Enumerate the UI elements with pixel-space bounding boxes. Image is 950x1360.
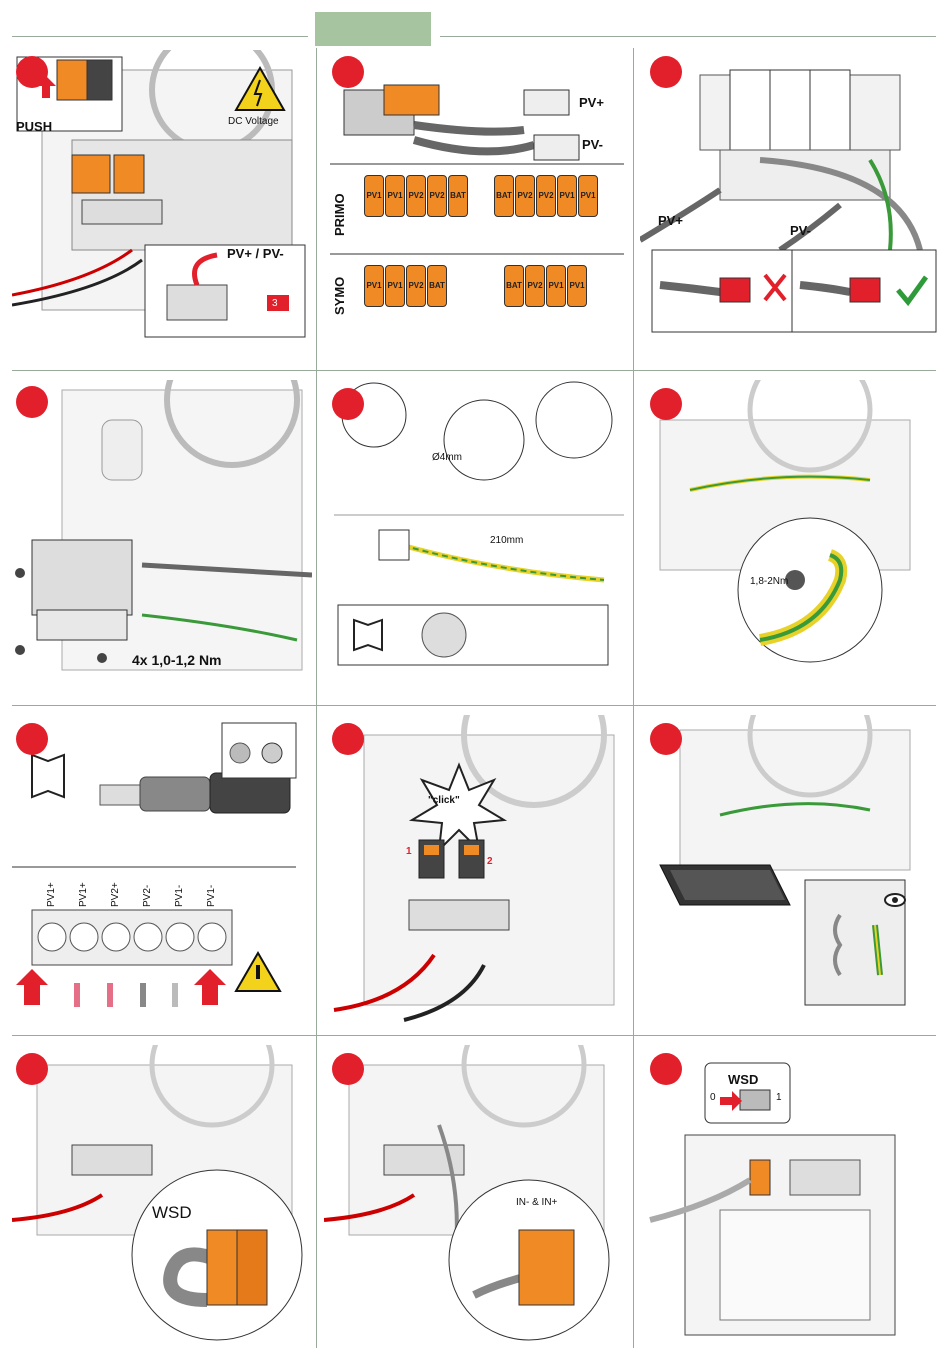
connector: PV1 [578, 175, 598, 217]
terminal-label-row: PV1+ PV1+ PV2+ PV2- PV1- PV1- [32, 875, 252, 910]
connector: PV1 [567, 265, 587, 307]
step-marker [16, 386, 48, 418]
step-number-2: 2 [222, 274, 228, 285]
row-divider-1 [12, 370, 936, 371]
connector: PV1 [546, 265, 566, 307]
step-panel-1: PUSH DC Voltage PV+ / PV- 2 3 [12, 50, 312, 362]
wsd-label: WSD [728, 1072, 758, 1087]
step-panel-4: 4x 1,0-1,2 Nm [12, 380, 312, 698]
torque-label: 1,8-2Nm [750, 576, 788, 587]
connector: BAT [427, 265, 447, 307]
step-panel-6: 1,8-2Nm [640, 380, 938, 698]
terminal-label: PV1- [206, 885, 217, 907]
step-number-3: 3 [272, 298, 278, 309]
step-marker [650, 388, 682, 420]
connector: PV1 [385, 265, 405, 307]
click-label: "click" [428, 795, 460, 806]
terminal-click-illustration [324, 715, 629, 1027]
pv-plus-label: PV+ [658, 213, 683, 228]
wsd-label: WSD [152, 1203, 192, 1223]
step-marker [332, 723, 364, 755]
in-terminal-illustration [324, 1045, 629, 1355]
step-marker [16, 723, 48, 755]
step-panel-3: PV+ PV- [640, 50, 938, 362]
wsd-wire-illustration [12, 1045, 312, 1355]
connector: PV2 [406, 175, 426, 217]
pv-minus-label: PV- [790, 223, 811, 238]
connector: BAT [448, 175, 468, 217]
connector: PV2 [525, 265, 545, 307]
pv-minus-label: PV- [582, 137, 603, 152]
step-marker [650, 723, 682, 755]
col-divider-2 [633, 48, 634, 1348]
ground-terminal-illustration [640, 380, 938, 698]
in-minus-plus-label: IN- & IN+ [516, 1197, 557, 1208]
section-tab [315, 12, 431, 46]
surge-module-mount-illustration [12, 380, 312, 698]
connector: PV2 [427, 175, 447, 217]
connector: PV1 [557, 175, 577, 217]
connector: PV2 [536, 175, 556, 217]
length-label: 210mm [490, 535, 523, 546]
step-marker [16, 1053, 48, 1085]
step-marker [16, 56, 48, 88]
pv-plus-label: PV+ [579, 95, 604, 110]
row-divider-2 [12, 705, 936, 706]
connector: PV1 [385, 175, 405, 217]
symo-label: SYMO [332, 277, 347, 315]
step-number-1: 1 [406, 846, 412, 857]
cover-install-illustration [640, 715, 938, 1027]
step-panel-11: IN- & IN+ [324, 1045, 629, 1355]
ground-cable-illustration [324, 380, 629, 698]
cable-strip-illustration [12, 715, 312, 1027]
connector: BAT [504, 265, 524, 307]
step-marker [650, 56, 682, 88]
inverter-illustration-1 [12, 50, 312, 362]
step-panel-2: PV+ PV- PRIMO SYMO PV1 PV1 PV2 PV2 BAT B… [324, 50, 629, 362]
terminal-label: PV1+ [78, 882, 89, 907]
step-panel-7: PV1+ PV1+ PV2+ PV2- PV1- PV1- [12, 715, 312, 1027]
col-divider-1 [316, 48, 317, 1348]
step-number-2: 2 [487, 856, 493, 867]
dc-voltage-label: DC Voltage [228, 116, 279, 127]
step-panel-12: WSD 0 1 [640, 1045, 938, 1355]
step-panel-8: "click" 1 2 [324, 715, 629, 1027]
terminal-label: PV1- [174, 885, 185, 907]
step-marker [650, 1053, 682, 1085]
push-label: PUSH [16, 119, 52, 134]
wsd-switch-board-illustration [640, 1045, 938, 1355]
connector: PV1 [364, 265, 384, 307]
header-rule-right [440, 36, 936, 37]
header-rule-left [12, 36, 308, 37]
step-marker [332, 1053, 364, 1085]
surge-module-illustration [640, 50, 938, 362]
terminal-label: PV2+ [110, 882, 121, 907]
wsd-zero-label: 0 [710, 1092, 716, 1103]
pv-plus-minus-label: PV+ / PV- [227, 246, 284, 261]
step-marker [332, 56, 364, 88]
step-panel-10: WSD [12, 1045, 312, 1355]
wsd-one-label: 1 [776, 1092, 782, 1103]
connector: BAT [494, 175, 514, 217]
connector: PV2 [406, 265, 426, 307]
connector: PV1 [364, 175, 384, 217]
terminal-label: PV1+ [46, 882, 57, 907]
primo-label: PRIMO [332, 193, 347, 236]
connector: PV2 [515, 175, 535, 217]
step-marker [332, 388, 364, 420]
row-divider-3 [12, 1035, 936, 1036]
step-panel-5: Ø4mm 210mm [324, 380, 629, 698]
torque-label: 4x 1,0-1,2 Nm [132, 652, 222, 668]
diameter-label: Ø4mm [432, 452, 462, 463]
terminal-label: PV2- [142, 885, 153, 907]
step-panel-9 [640, 715, 938, 1027]
